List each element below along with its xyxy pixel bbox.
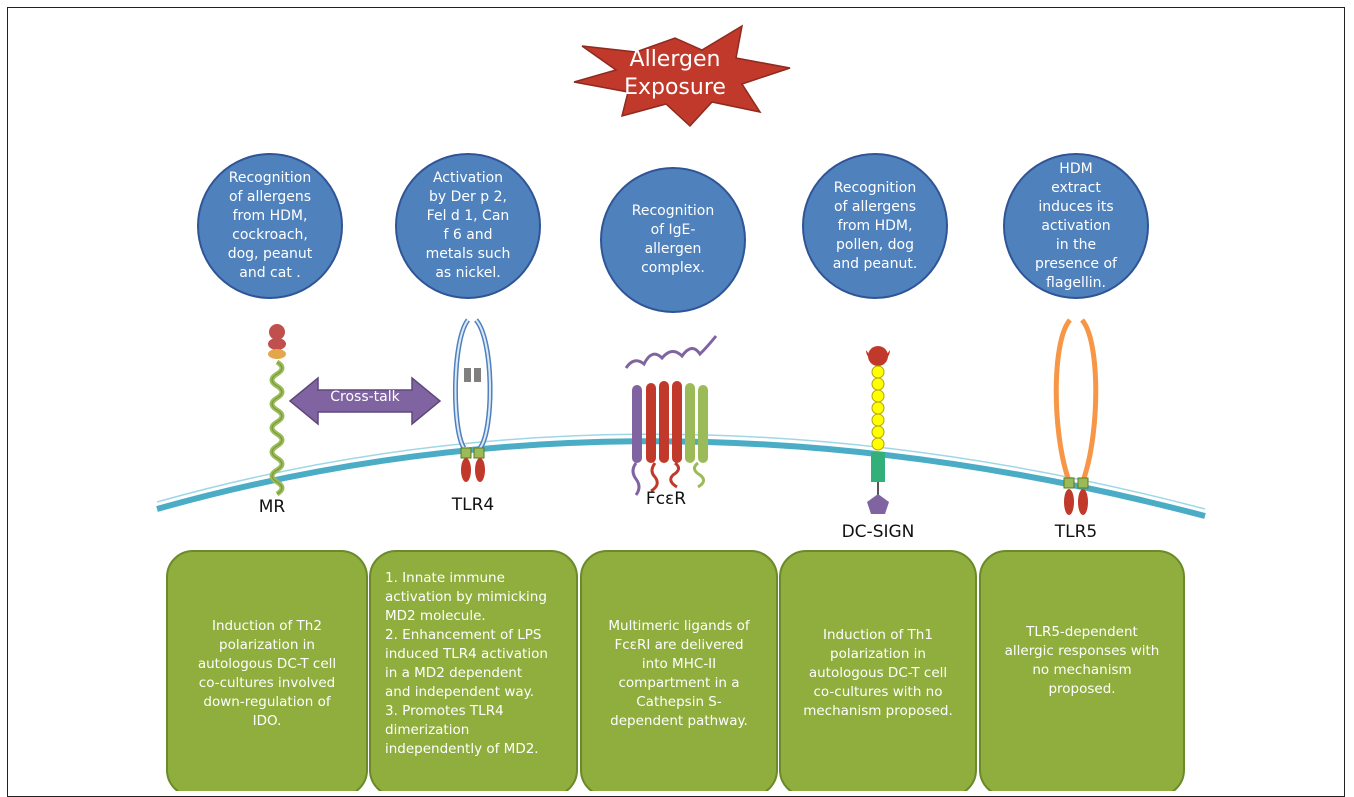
allergen-exposure-title: Allergen Exposure bbox=[580, 46, 770, 102]
box-tlr4 bbox=[369, 550, 578, 791]
box-tlr5-text: TLR5-dependent allergic responses with n… bbox=[1004, 624, 1160, 697]
box-tlr5 bbox=[979, 550, 1185, 791]
circle-dcsign-text: Recognition of allergens from HDM, polle… bbox=[832, 179, 918, 272]
box-mr-text: Induction of Th2 polarization in autolog… bbox=[197, 617, 337, 729]
fcer-receptor bbox=[624, 335, 718, 496]
label-tlr4: TLR4 bbox=[451, 495, 495, 515]
circle-tlr4 bbox=[395, 153, 541, 299]
circle-dcsign bbox=[802, 153, 948, 299]
circle-mr-text: Recognition of allergens from HDM, cockr… bbox=[227, 170, 313, 281]
box-dcsign-text: Induction of Th1 polarization in autolog… bbox=[803, 627, 953, 719]
circle-mr bbox=[197, 153, 343, 299]
cross-talk-label: Cross-talk bbox=[330, 389, 400, 405]
tlr4-receptor bbox=[453, 318, 493, 482]
tlr5-receptor bbox=[1053, 318, 1099, 515]
label-mr: MR bbox=[258, 497, 286, 517]
box-dcsign bbox=[779, 550, 977, 791]
dcsign-receptor bbox=[866, 346, 890, 514]
allergen-star bbox=[573, 24, 791, 128]
box-fcer bbox=[580, 550, 778, 791]
box-tlr4-text: 1. Innate immune activation by mimicking… bbox=[385, 569, 548, 757]
title-line1: Allergen bbox=[629, 47, 721, 72]
label-dcsign: DC-SIGN bbox=[841, 522, 915, 542]
circle-tlr5 bbox=[1003, 153, 1149, 299]
circle-fcer bbox=[600, 167, 746, 313]
label-fcer: FcεR bbox=[645, 489, 687, 509]
cross-talk-arrow bbox=[288, 376, 442, 426]
mr-receptor bbox=[268, 324, 286, 497]
label-tlr5: TLR5 bbox=[1054, 522, 1098, 542]
box-fcer-text: Multimeric ligands of FcεRI are delivere… bbox=[608, 617, 750, 729]
circle-tlr5-text: HDM extract induces its activation in th… bbox=[1035, 160, 1117, 291]
circle-tlr4-text: Activation by Der p 2, Fel d 1, Can f 6 … bbox=[425, 170, 511, 281]
title-line2: Exposure bbox=[624, 75, 726, 100]
circle-fcer-text: Recognition of IgE- allergen complex. bbox=[631, 203, 715, 276]
box-mr bbox=[166, 550, 368, 791]
